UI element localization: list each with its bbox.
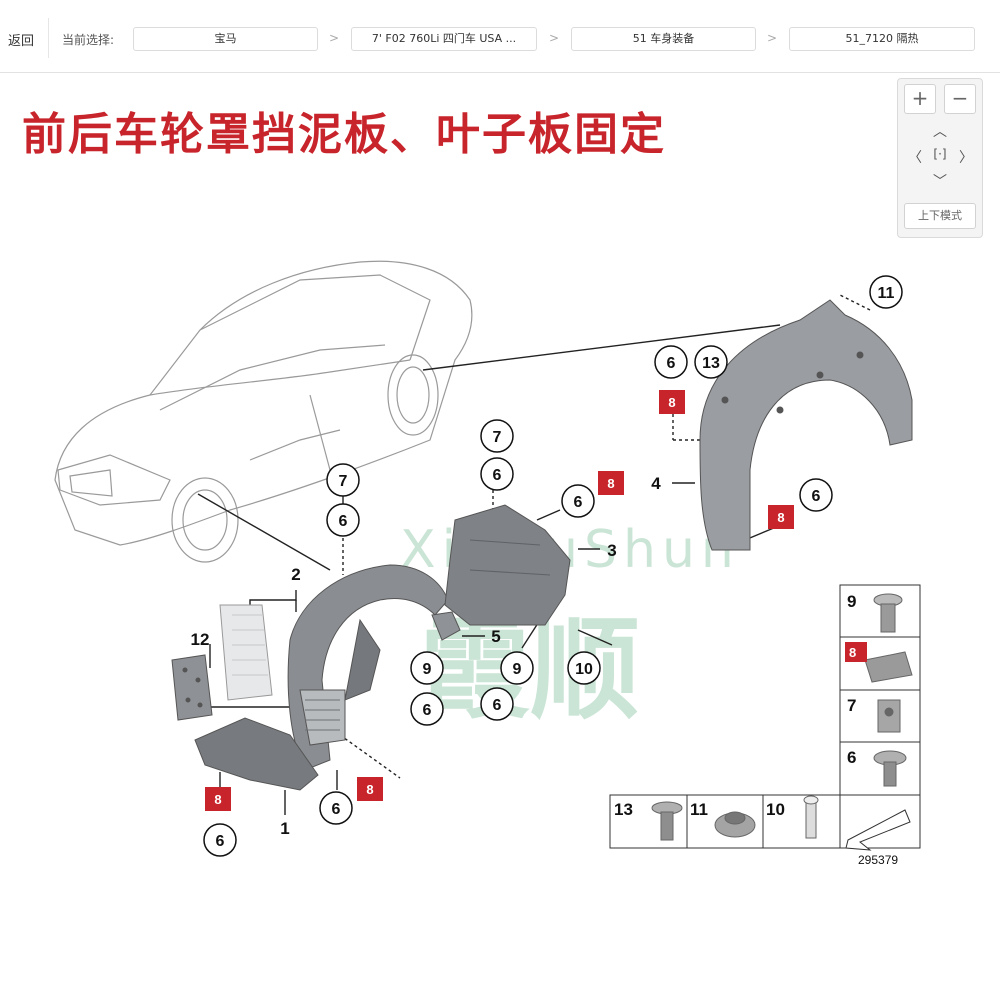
callout-text: 10 xyxy=(575,661,593,678)
rear-wheel-arch-liner xyxy=(699,299,913,551)
fender-shield xyxy=(444,504,571,626)
callout-circle-6-fender: 6 xyxy=(561,484,595,518)
back-button[interactable]: 返回 xyxy=(8,34,35,49)
callout-circle-6-b: 6 xyxy=(480,687,514,721)
badge-text: 8 xyxy=(214,792,221,807)
legend-number-9: 9 xyxy=(847,592,856,611)
callout-circle-6-a: 6 xyxy=(410,692,444,726)
callout-labels: 11 6 13 7 6 7 6 6 6 9 6 9 6 10 6 6 8 8 8… xyxy=(191,275,903,857)
legend-number-11: 11 xyxy=(690,800,708,819)
divider xyxy=(48,18,49,58)
callout-badge-8-fender: 8 xyxy=(598,471,624,495)
legend-number-13: 13 xyxy=(614,800,633,819)
callout-badge-8-front-bottom: 8 xyxy=(357,777,383,801)
callout-text: 6 xyxy=(667,355,676,372)
badge-text: 8 xyxy=(366,782,373,797)
center-view-button[interactable]: [·] xyxy=(933,147,947,161)
fastener-legend-numbers: 9 8 7 6 13 11 10 295379 xyxy=(614,592,898,867)
breadcrumb-model[interactable]: 7' F02 760Li 四门车 USA ... xyxy=(351,27,537,51)
fastener-legend-parts xyxy=(651,593,913,851)
callout-text: 6 xyxy=(812,488,821,505)
chevron-right-icon: > xyxy=(329,31,340,45)
callout-badge-8-rear-bottom: 8 xyxy=(768,505,794,529)
callout-badge-8-rear-top: 8 xyxy=(659,390,685,414)
callout-text: 6 xyxy=(216,833,225,850)
callout-number-4: 4 xyxy=(651,474,661,493)
plastic-rivet-icon xyxy=(873,750,907,787)
callout-text: 6 xyxy=(423,702,432,719)
heat-shield-plate xyxy=(219,604,273,701)
callout-text: 6 xyxy=(493,467,502,484)
chevron-right-icon: > xyxy=(549,31,560,45)
breadcrumb-subgroup[interactable]: 51_7120 隔热 xyxy=(789,27,975,51)
zoom-control-panel: + − ︿ 〈 [·] 〉 ﹀ 上下模式 xyxy=(897,78,983,238)
screw-clip-icon xyxy=(651,801,683,841)
callout-number-2: 2 xyxy=(291,565,300,584)
diagram-title: 前后车轮罩挡泥板、叶子板固定 xyxy=(22,109,666,160)
callout-circle-9-a: 9 xyxy=(410,651,444,685)
front-wheel-arch-liner xyxy=(287,564,449,771)
diagram-arrow-icon xyxy=(845,809,911,851)
callout-circle-6-left: 6 xyxy=(326,503,360,537)
car-outline-drawing xyxy=(54,260,473,563)
legend-number-7: 7 xyxy=(847,696,856,715)
callout-circle-6-rear-top: 6 xyxy=(654,345,688,379)
legend-number-8: 8 xyxy=(849,645,856,660)
callout-circle-9-b: 9 xyxy=(500,651,534,685)
callout-circle-10: 10 xyxy=(567,651,601,685)
diagram-image-number: 295379 xyxy=(858,853,898,867)
breadcrumb-group[interactable]: 51 车身装备 xyxy=(571,27,756,51)
callout-number-5: 5 xyxy=(491,627,500,646)
callout-text: 6 xyxy=(339,513,348,530)
pan-right-button[interactable]: 〉 xyxy=(959,150,973,166)
bracket-part xyxy=(431,611,461,641)
callout-circle-6-mid: 6 xyxy=(480,457,514,491)
callout-number-12: 12 xyxy=(191,630,210,649)
callout-text: 7 xyxy=(493,429,502,446)
callout-circle-7-left: 7 xyxy=(326,463,360,497)
callout-text: 7 xyxy=(339,473,348,490)
callout-number-3: 3 xyxy=(607,541,616,560)
push-clip-icon xyxy=(873,593,903,633)
legend-number-6: 6 xyxy=(847,748,856,767)
spring-nut-icon xyxy=(864,651,913,683)
badge-text: 8 xyxy=(777,510,784,525)
legend-number-10: 10 xyxy=(766,800,785,819)
top-navigation-bar: 返回 当前选择: 宝马 > 7' F02 760Li 四门车 USA ... >… xyxy=(0,0,1000,73)
badge-text: 8 xyxy=(607,476,614,491)
chevron-right-icon: > xyxy=(767,31,778,45)
lower-cover xyxy=(194,717,319,791)
callout-circle-7-mid: 7 xyxy=(480,419,514,453)
zoom-out-button[interactable]: − xyxy=(944,84,976,114)
zoom-in-button[interactable]: + xyxy=(904,84,936,114)
expanding-rivet-icon xyxy=(877,699,901,733)
pan-down-button[interactable]: ﹀ xyxy=(933,174,947,190)
callout-text: 6 xyxy=(332,801,341,818)
gasket-plate xyxy=(171,654,213,721)
pan-up-button[interactable]: ︿ xyxy=(933,124,947,140)
callout-circle-11: 11 xyxy=(869,275,903,309)
callout-circle-6-front-bottom: 6 xyxy=(319,791,353,825)
callout-circle-13: 13 xyxy=(694,345,728,379)
view-mode-button[interactable]: 上下模式 xyxy=(904,203,976,229)
callout-text: 6 xyxy=(574,494,583,511)
pin-clip-icon xyxy=(803,795,819,839)
callout-text: 11 xyxy=(878,285,895,302)
breadcrumb-brand[interactable]: 宝马 xyxy=(133,27,318,51)
pan-left-button[interactable]: 〈 xyxy=(908,150,922,166)
callout-number-1: 1 xyxy=(280,819,289,838)
callout-circle-6-lower-left: 6 xyxy=(203,823,237,857)
callout-text: 6 xyxy=(493,697,502,714)
callout-text: 9 xyxy=(423,661,432,678)
hex-nut-icon xyxy=(714,811,756,838)
badge-text: 8 xyxy=(668,395,675,410)
fastener-legend xyxy=(609,584,921,849)
current-selection-label: 当前选择: xyxy=(62,33,115,47)
callout-badge-8-lower-left: 8 xyxy=(205,787,231,811)
callout-text: 9 xyxy=(513,661,522,678)
callout-circle-6-rear-bottom: 6 xyxy=(799,478,833,512)
callout-text: 13 xyxy=(702,355,720,372)
